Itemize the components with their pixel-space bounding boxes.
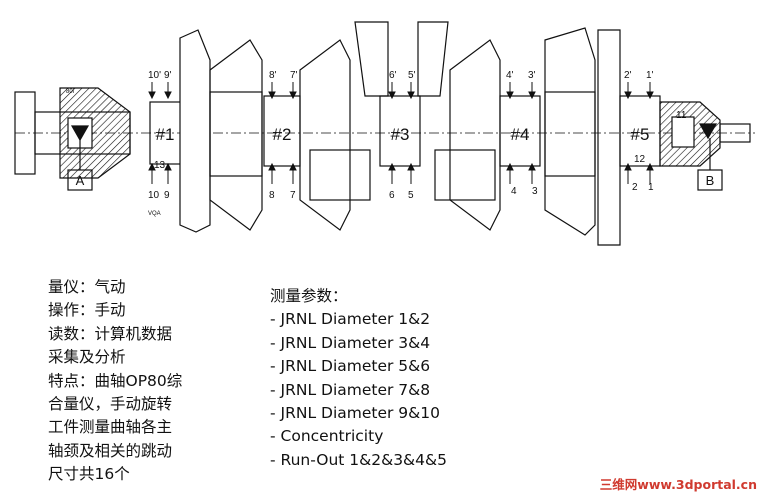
point-3p: 3' [528, 70, 536, 81]
point-7: 7 [290, 190, 296, 201]
bottom-measure-arrowhead [506, 162, 514, 171]
top-measure-arrowhead [506, 91, 514, 100]
top-measure-arrowhead [289, 91, 297, 100]
top-measure-arrowhead [148, 91, 156, 100]
point-7p: 7' [290, 70, 298, 81]
point-12: 12 [634, 154, 646, 165]
left-fixture-tag: 80i [66, 89, 74, 95]
bottom-measure-arrowhead [268, 162, 276, 171]
point-2p: 2' [624, 70, 632, 81]
bottom-measure-arrowhead [528, 162, 536, 171]
point-8: 8 [269, 190, 275, 201]
point-6p: 6' [389, 70, 397, 81]
journal-2-label: #2 [273, 125, 292, 144]
point-6: 6 [389, 190, 395, 201]
watermark: 三维网www.3dportal.cn [599, 477, 757, 492]
top-measure-arrowhead [528, 91, 536, 100]
bottom-measure-arrowhead [388, 162, 396, 171]
spec-line: 操作：手动 [48, 301, 126, 320]
crankshaft-drawing: A B #1 #2 #3 #4 #5 10' 9' 8' 7' 6' 5' 4'… [14, 21, 755, 246]
point-4: 4 [511, 186, 517, 197]
journal-1-label: #1 [156, 125, 175, 144]
param-item: - JRNL Diameter 5&6 [270, 357, 431, 376]
params-title: 测量参数： [270, 287, 348, 305]
bottom-measure-arrowhead [646, 162, 654, 171]
param-item: - JRNL Diameter 7&8 [270, 380, 431, 399]
point-10p: 10' [148, 70, 161, 81]
point-5p: 5' [408, 70, 416, 81]
point-1: 1 [648, 182, 654, 193]
param-item: - JRNL Diameter 3&4 [270, 333, 431, 352]
bottom-measure-arrowhead [148, 162, 156, 171]
point-2: 2 [632, 182, 638, 193]
param-item: - JRNL Diameter 1&2 [270, 310, 431, 329]
bottom-measure-arrowhead [164, 162, 172, 171]
gauge-specs: 量仪：气动 操作：手动 读数：计算机数据 采集及分析 特点：曲轴OP80综 合量… [48, 276, 228, 487]
point-11: 11 [676, 110, 687, 121]
point-5: 5 [408, 190, 414, 201]
journal-5-label: #5 [631, 125, 650, 144]
measurement-params: 测量参数： - JRNL Diameter 1&2 - JRNL Diamete… [270, 285, 590, 472]
top-measure-arrowhead [407, 91, 415, 100]
spec-line: 采集及分析 [48, 348, 126, 367]
point-8p: 8' [269, 70, 277, 81]
param-item: - JRNL Diameter 9&10 [270, 404, 440, 423]
top-measure-arrowhead [646, 91, 654, 100]
top-measure-arrowhead [164, 91, 172, 100]
spec-line: 合量仪，手动旋转 [48, 395, 173, 414]
param-item: - Run-Out 1&2&3&4&5 [270, 450, 447, 469]
point-1p: 1' [646, 70, 654, 81]
datum-a-label: A [76, 173, 85, 188]
vqa-label: VQA [148, 211, 161, 217]
point-10: 10 [148, 190, 160, 201]
point-9p: 9' [164, 70, 172, 81]
spec-line: 轴颈及相关的跳动 [48, 441, 173, 460]
bottom-measure-arrowhead [407, 162, 415, 171]
top-measure-arrowhead [268, 91, 276, 100]
spec-line: 特点：曲轴OP80综 [48, 371, 183, 390]
top-measure-arrowhead [624, 91, 632, 100]
datum-b-label: B [706, 173, 715, 188]
param-item: - Concentricity [270, 427, 384, 446]
bottom-measure-arrowhead [289, 162, 297, 171]
journal-4-label: #4 [511, 125, 530, 144]
journal-3-label: #3 [391, 125, 410, 144]
spec-line: 量仪：气动 [48, 278, 126, 296]
spec-line: 读数：计算机数据 [48, 324, 173, 343]
point-13: 13 [154, 160, 166, 171]
bottom-measure-arrowhead [624, 162, 632, 171]
spec-line: 尺寸共16个 [48, 465, 130, 484]
spec-line: 工件测量曲轴各主 [48, 418, 173, 437]
top-measure-arrowhead [388, 91, 396, 100]
point-4p: 4' [506, 70, 514, 81]
point-3: 3 [532, 186, 538, 197]
point-9: 9 [164, 190, 170, 201]
